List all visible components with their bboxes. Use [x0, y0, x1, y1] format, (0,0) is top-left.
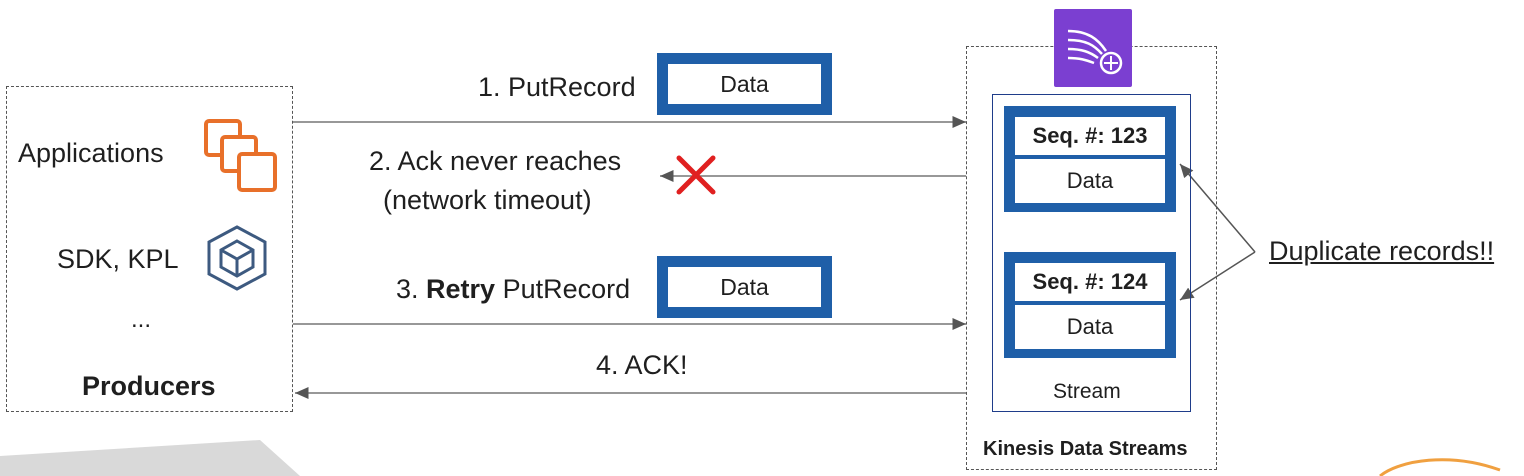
producers-title: Producers	[82, 371, 216, 401]
step1-label: 1. PutRecord	[478, 72, 636, 102]
error-x-icon	[674, 153, 718, 197]
callout-line-top	[1179, 163, 1256, 253]
applications-icon	[203, 118, 279, 194]
step3-label: 3. Retry PutRecord	[396, 274, 630, 305]
stream-label: Stream	[1053, 380, 1121, 403]
record-123-seq: Seq. #: 123	[1014, 116, 1166, 156]
step3-suffix: PutRecord	[495, 274, 631, 304]
record-123: Seq. #: 123 Data	[1004, 106, 1176, 212]
step2-line2: (network timeout)	[383, 185, 592, 215]
step3-prefix: 3.	[396, 274, 427, 304]
step1-data-label: Data	[667, 63, 822, 105]
record-124-data: Data	[1014, 304, 1166, 350]
kinesis-icon	[1054, 9, 1132, 87]
kinesis-service-label: Kinesis Data Streams	[983, 438, 1188, 460]
step3-data-box: Data	[657, 256, 832, 318]
step1-data-box: Data	[657, 53, 832, 115]
record-124: Seq. #: 124 Data	[1004, 252, 1176, 358]
producer-applications-label: Applications	[18, 138, 164, 168]
step3-retry: Retry	[426, 274, 496, 304]
duplicate-records-annotation: Duplicate records!!	[1269, 236, 1495, 266]
producers-box	[6, 86, 293, 412]
producer-ellipsis: ...	[131, 306, 152, 333]
record-124-seq: Seq. #: 124	[1014, 262, 1166, 302]
step2-line1: 2. Ack never reaches	[369, 146, 622, 176]
record-123-data: Data	[1014, 158, 1166, 204]
kpl-cube-icon	[203, 224, 271, 292]
step4-label: 4. ACK!	[596, 350, 688, 380]
callout-line-bottom	[1179, 251, 1256, 301]
producer-sdk-kpl-label: SDK, KPL	[57, 244, 179, 274]
step3-data-label: Data	[667, 266, 822, 308]
stream-container	[992, 94, 1191, 412]
